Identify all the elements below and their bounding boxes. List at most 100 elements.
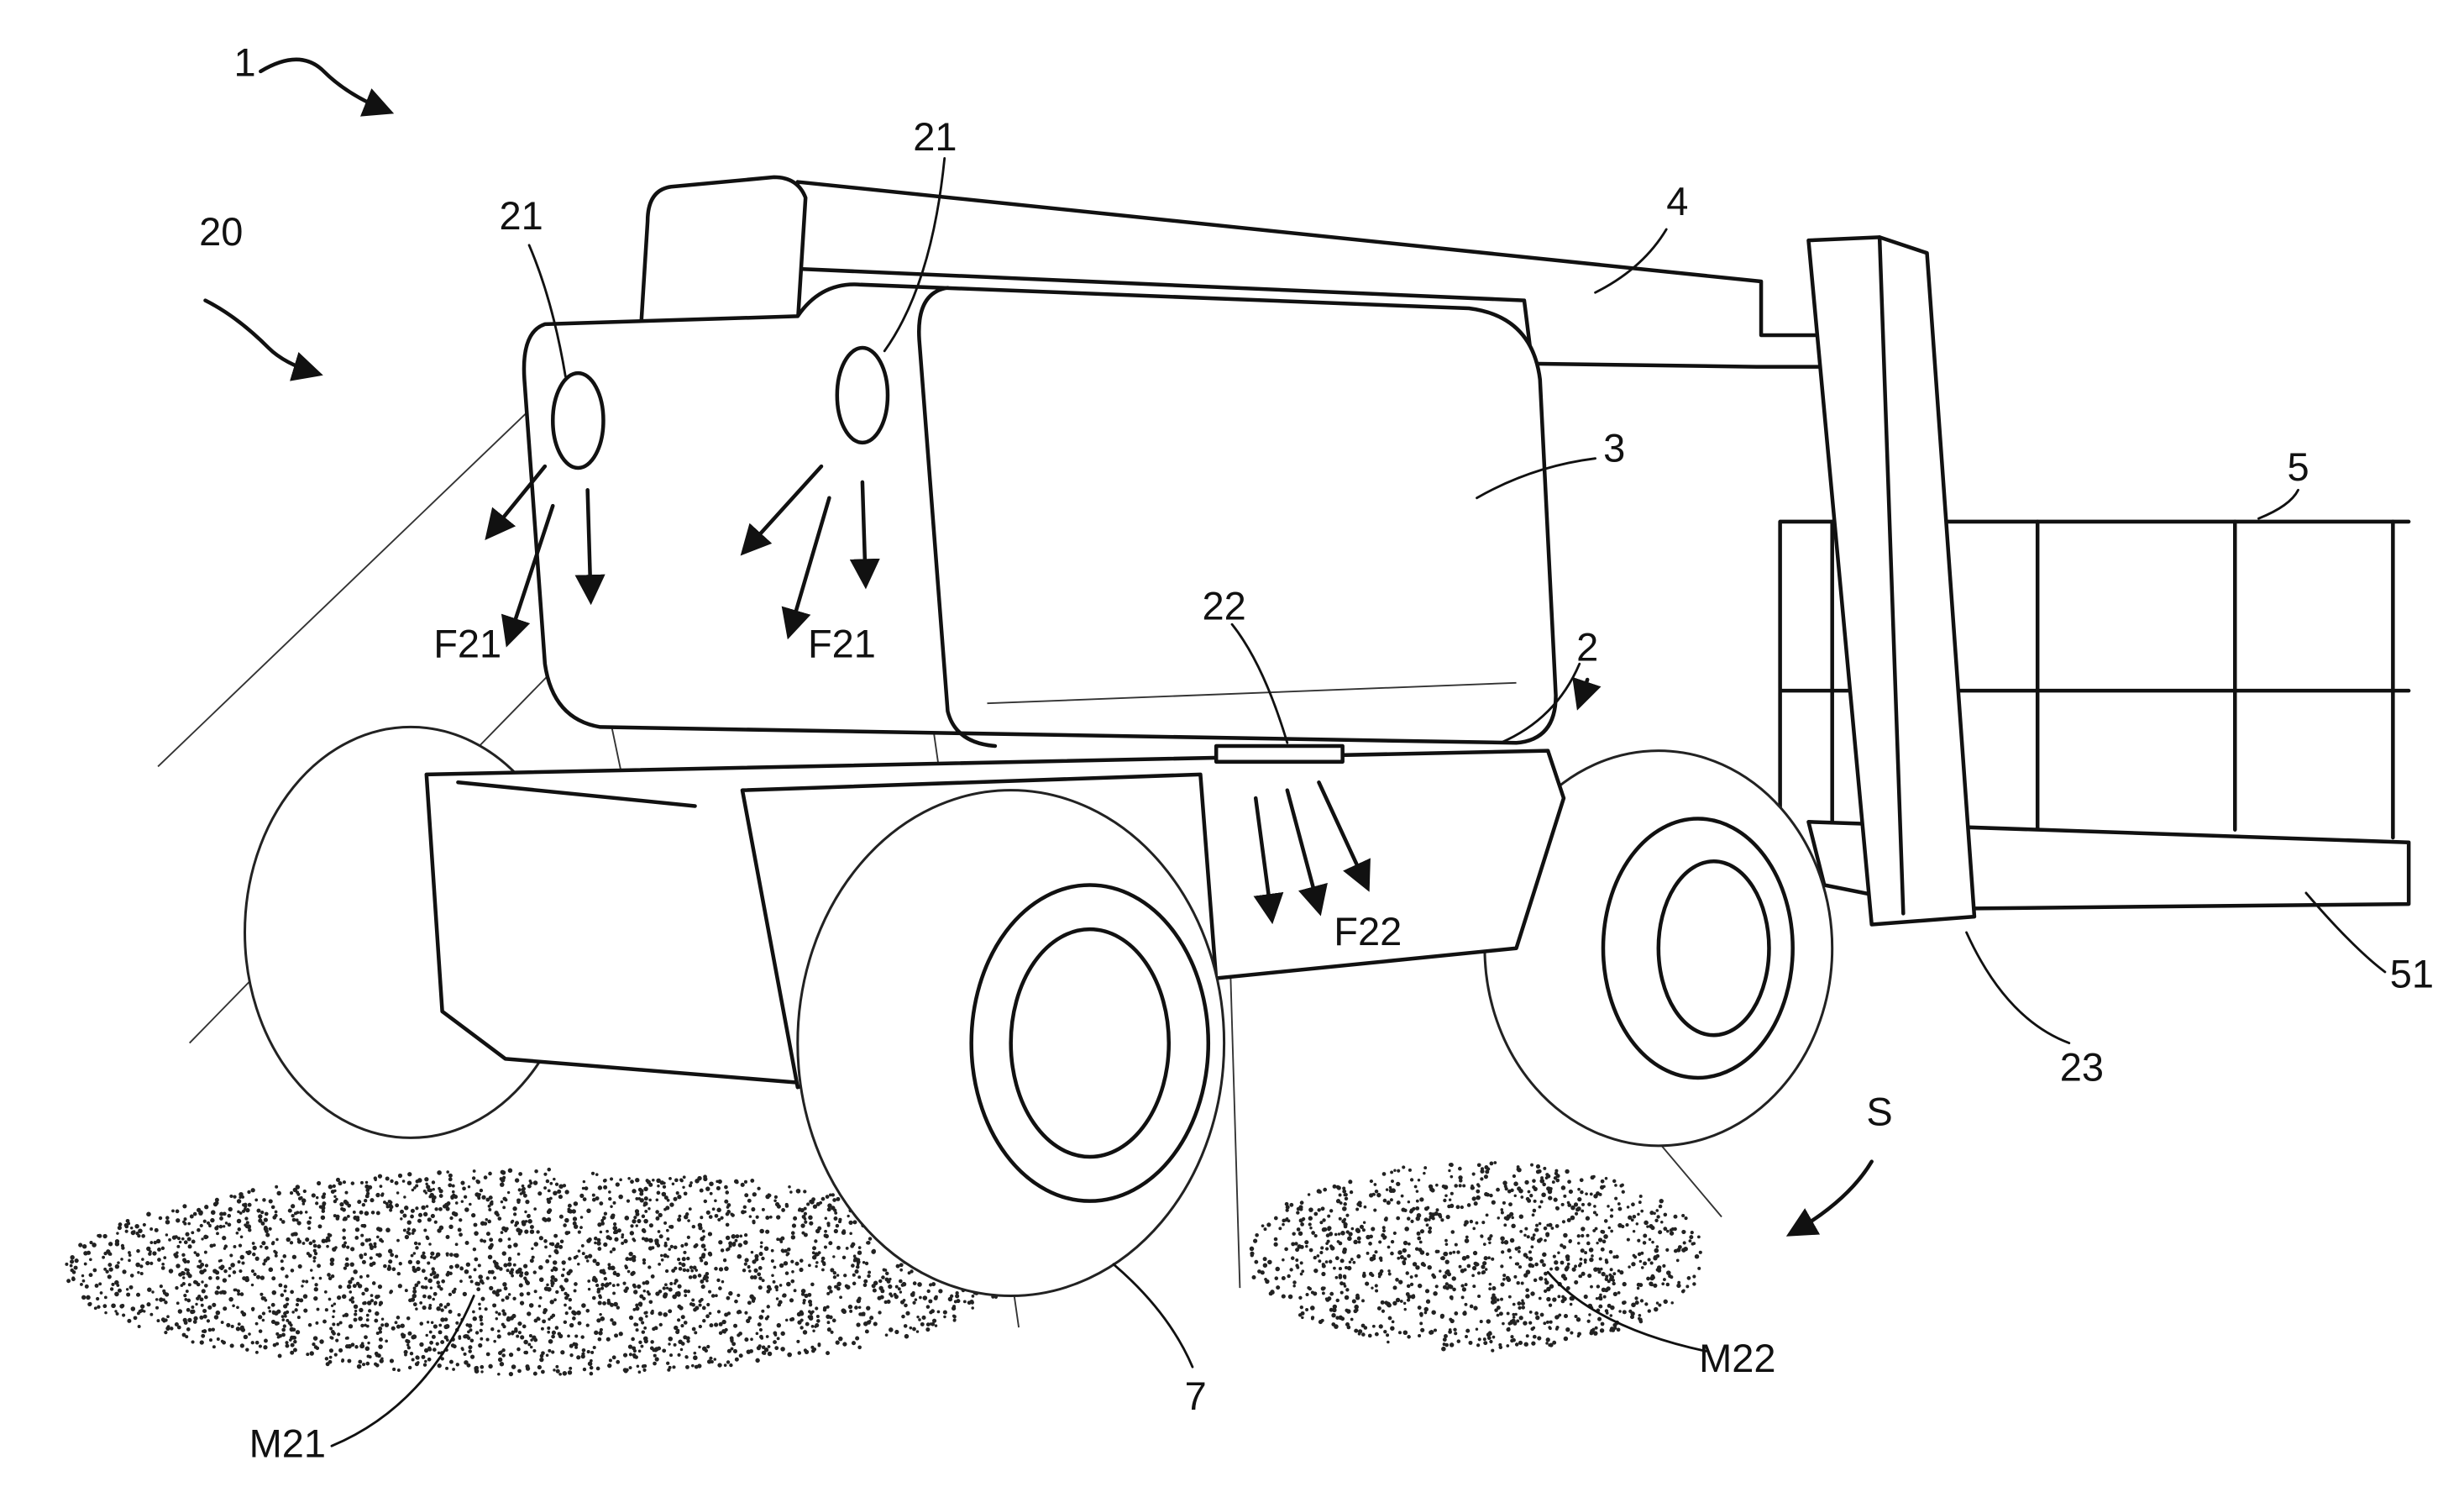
stipple-dot	[267, 1306, 271, 1310]
stipple-dot	[119, 1304, 124, 1309]
stipple-dot	[139, 1304, 145, 1309]
stipple-dot	[1581, 1271, 1586, 1276]
stipple-dot	[175, 1209, 180, 1214]
stipple-dot	[569, 1366, 573, 1370]
stipple-dot	[1529, 1194, 1533, 1198]
stipple-dot	[726, 1348, 731, 1353]
stipple-dot	[443, 1335, 448, 1340]
stipple-dot	[1530, 1163, 1533, 1167]
stipple-dot	[482, 1239, 487, 1243]
stipple-dot	[312, 1259, 316, 1263]
stipple-dot	[111, 1282, 115, 1286]
stipple-dot	[506, 1190, 511, 1195]
stipple-dot	[176, 1237, 181, 1241]
stipple-dot	[682, 1175, 686, 1179]
stipple-dot	[1345, 1308, 1349, 1312]
stipple-dot	[419, 1342, 424, 1348]
stipple-dot	[528, 1303, 534, 1308]
stipple-dot	[1418, 1333, 1422, 1338]
stipple-dot	[955, 1291, 959, 1295]
stipple-dot	[1594, 1326, 1598, 1330]
stipple-dot	[360, 1323, 364, 1328]
stipple-dot	[894, 1329, 899, 1335]
stipple-dot	[1506, 1344, 1510, 1348]
stipple-dot	[580, 1335, 585, 1339]
stipple-dot	[1577, 1187, 1581, 1191]
stipple-dot	[550, 1280, 555, 1286]
stipple-dot	[700, 1237, 705, 1242]
stipple-dot	[843, 1274, 847, 1278]
stipple-dot	[487, 1254, 493, 1260]
stipple-dot	[432, 1348, 437, 1352]
stipple-dot	[866, 1240, 871, 1245]
stipple-dot	[643, 1237, 649, 1242]
stipple-dot	[828, 1193, 832, 1197]
stipple-dot	[445, 1234, 450, 1240]
stipple-dot	[107, 1274, 112, 1279]
stipple-dot	[801, 1231, 805, 1235]
stipple-dot	[191, 1305, 195, 1309]
stipple-dot	[925, 1327, 931, 1332]
stipple-dot	[1512, 1312, 1516, 1316]
stipple-dot	[1349, 1190, 1354, 1195]
stipple-dot	[304, 1211, 308, 1214]
basket	[1778, 235, 2411, 927]
stipple-dot	[1638, 1200, 1642, 1205]
stipple-dot	[232, 1270, 237, 1274]
stipple-dot	[826, 1291, 831, 1295]
stipple-dot	[202, 1314, 207, 1319]
stipple-dot	[398, 1262, 402, 1266]
stipple-dot	[730, 1347, 734, 1351]
stipple-dot	[626, 1269, 631, 1274]
stipple-dot	[563, 1223, 567, 1227]
stipple-dot	[592, 1258, 597, 1263]
stipple-dot	[577, 1263, 580, 1266]
stipple-dot	[548, 1348, 552, 1353]
stipple-dot	[299, 1211, 303, 1215]
stipple-dot	[815, 1264, 818, 1269]
stipple-dot	[571, 1209, 576, 1214]
stipple-dot	[117, 1288, 122, 1293]
stipple-dot	[682, 1268, 687, 1273]
stipple-dot	[1464, 1220, 1469, 1225]
stipple-dot	[1402, 1165, 1406, 1169]
stipple-dot	[378, 1303, 382, 1306]
stipple-dot	[969, 1299, 974, 1305]
stipple-dot	[1285, 1205, 1290, 1210]
stipple-dot	[274, 1321, 279, 1326]
stipple-dot	[574, 1345, 578, 1349]
stipple-dot	[1476, 1189, 1481, 1194]
stipple-dot	[103, 1267, 107, 1271]
stipple-dot	[176, 1301, 180, 1306]
stipple-dot	[709, 1191, 713, 1195]
stipple-dot	[1604, 1258, 1608, 1263]
stipple-dot	[613, 1231, 617, 1235]
stipple-dot	[459, 1266, 464, 1270]
stipple-dot	[668, 1176, 672, 1180]
stipple-dot	[654, 1357, 659, 1362]
stipple-dot	[847, 1214, 850, 1218]
stipple-dot	[624, 1216, 630, 1221]
stipple-dot	[709, 1356, 713, 1360]
stipple-dot	[528, 1179, 532, 1183]
stipple-dot	[1532, 1179, 1536, 1183]
stipple-dot	[1599, 1328, 1605, 1333]
stipple-dot	[638, 1316, 643, 1321]
stipple-dot	[572, 1216, 578, 1221]
stipple-dot	[1409, 1275, 1413, 1279]
stipple-dot	[97, 1305, 101, 1309]
stipple-dot	[322, 1201, 327, 1206]
stipple-dot	[412, 1302, 417, 1307]
stipple-dot	[1542, 1182, 1546, 1187]
stipple-dot	[850, 1243, 855, 1248]
stipple-dot	[1448, 1169, 1451, 1173]
stipple-dot	[1530, 1245, 1534, 1249]
stipple-dot	[1503, 1185, 1507, 1189]
stipple-dot	[1534, 1262, 1539, 1267]
stipple-dot	[572, 1342, 576, 1347]
stipple-dot	[403, 1195, 406, 1199]
stipple-dot	[1472, 1250, 1478, 1256]
stipple-dot	[311, 1276, 315, 1280]
stipple-dot	[1483, 1341, 1488, 1346]
stipple-dot	[324, 1357, 329, 1361]
